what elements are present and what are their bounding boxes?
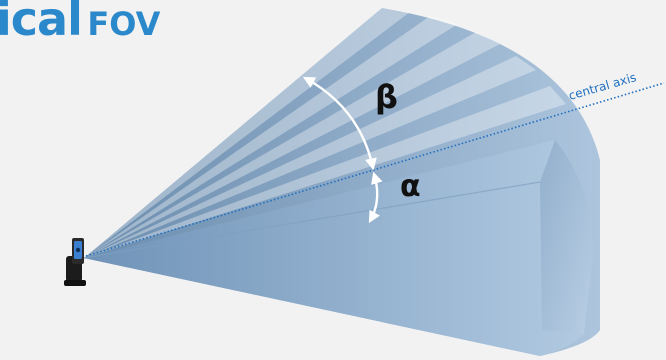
fov-inner-edge bbox=[83, 181, 541, 259]
fov-cone-stripes bbox=[84, 8, 566, 258]
beta-label: β bbox=[375, 78, 398, 116]
page-title: ical FOV bbox=[0, 0, 160, 42]
central-axis-line bbox=[85, 82, 665, 257]
title-word-fov: FOV bbox=[87, 5, 161, 43]
title-word-vertical: ical bbox=[0, 0, 83, 46]
central-axis-label: central axis bbox=[567, 70, 638, 103]
alpha-angle-arc bbox=[368, 171, 383, 224]
alpha-label: α bbox=[400, 169, 421, 204]
beta-angle-arc bbox=[302, 76, 377, 171]
camera-device bbox=[64, 238, 86, 286]
fov-back-wall bbox=[540, 140, 593, 334]
